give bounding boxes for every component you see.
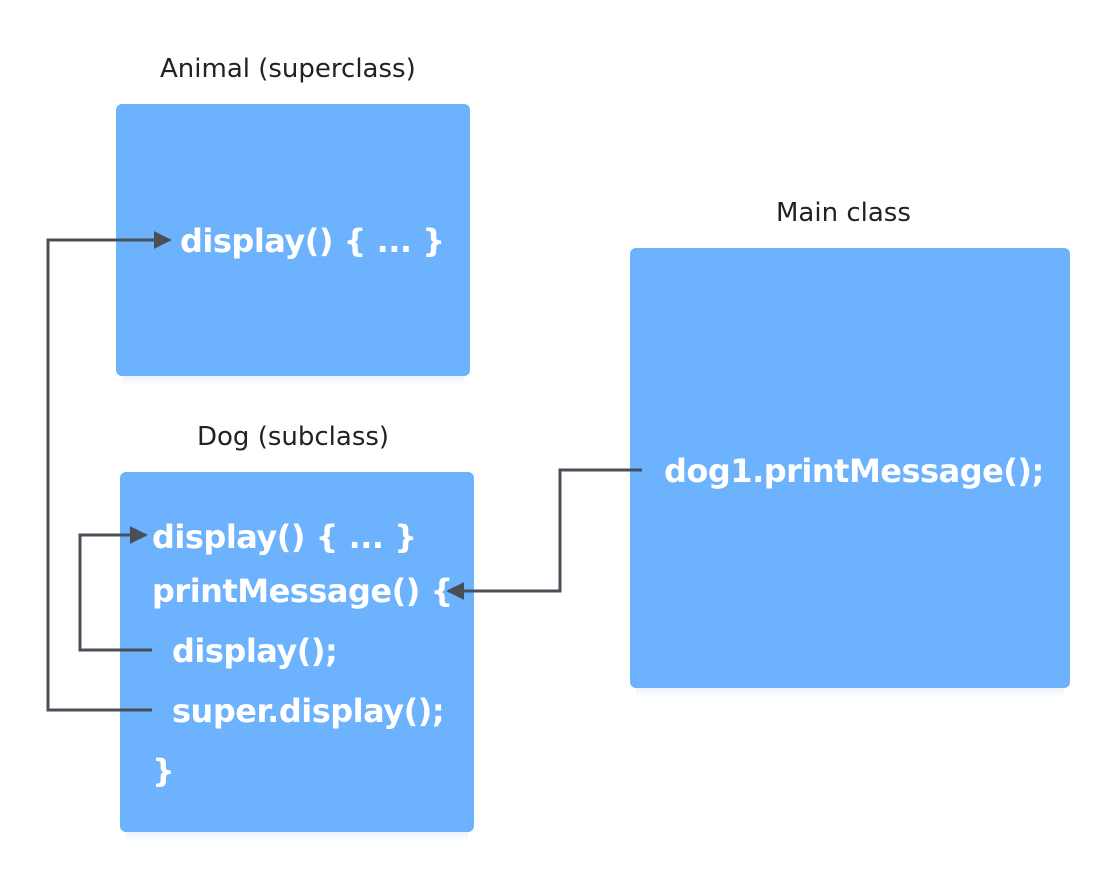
dog-closing-brace: } <box>152 752 175 790</box>
dog-super-display-call: super.display(); <box>172 692 445 730</box>
dog-class-title: Dog (subclass) <box>197 422 390 452</box>
dog-print-message-method: printMessage() { <box>152 572 453 610</box>
animal-display-method: display() { ... } <box>180 222 445 260</box>
main-class-box: dog1.printMessage(); <box>630 248 1070 698</box>
main-class-title: Main class <box>776 198 911 228</box>
animal-class-title: Animal (superclass) <box>160 54 416 84</box>
animal-class-box: display() { ... } <box>116 104 470 386</box>
dog-display-call: display(); <box>172 632 338 670</box>
print-message-arrow <box>446 468 642 600</box>
dog-class-box: display() { ... } printMessage() { displ… <box>120 472 474 842</box>
main-print-message-call: dog1.printMessage(); <box>664 452 1044 490</box>
dog-display-method: display() { ... } <box>152 518 417 556</box>
